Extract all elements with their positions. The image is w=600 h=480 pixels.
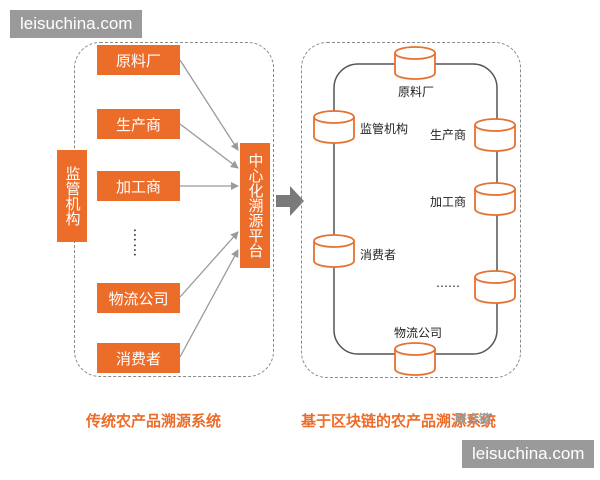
node-label-logistics: 物流公司	[394, 326, 443, 340]
left-ellipsis: ……	[130, 228, 146, 258]
ledger-node-processor-icon	[474, 182, 516, 216]
raw-material-box: 原料厂	[97, 45, 180, 75]
ledger-node-logistics-icon	[394, 342, 436, 376]
node-label-raw: 原料厂	[398, 85, 435, 99]
watermark-top: leisuchina.com	[10, 10, 143, 38]
node-label-processor: 加工商	[430, 195, 467, 209]
blockchain-system-panel	[301, 42, 521, 378]
caption-blockchain: 基于区块链的农产品溯源系统	[301, 412, 497, 430]
arrow-logistics-to-platform	[179, 231, 239, 298]
central-platform-box: 中心化溯源平台	[240, 143, 270, 268]
caption-overlay-text: 联合链	[455, 412, 492, 426]
arrow-raw-to-platform	[179, 59, 239, 151]
consumer-box: 消费者	[97, 343, 180, 373]
ledger-node-producer-icon	[474, 118, 516, 152]
node-label-producer: 生产商	[430, 128, 467, 142]
ledger-node-other-icon	[474, 270, 516, 304]
processor-box: 加工商	[97, 171, 180, 201]
regulator-box: 监管机构	[57, 150, 87, 242]
caption-traditional: 传统农产品溯源系统	[86, 412, 222, 430]
watermark-bottom: leisuchina.com	[462, 440, 595, 468]
ledger-node-regulator-icon	[313, 110, 355, 144]
transition-arrow-icon	[276, 186, 304, 216]
logistics-box: 物流公司	[97, 283, 180, 313]
producer-box: 生产商	[97, 109, 180, 139]
ledger-node-raw-icon	[394, 46, 436, 80]
arrow-producer-to-platform	[179, 123, 239, 169]
node-label-regulator: 监管机构	[360, 122, 409, 136]
ledger-node-consumer-icon	[313, 234, 355, 268]
node-label-consumer: 消费者	[360, 248, 397, 262]
arrow-consumer-to-platform	[179, 249, 239, 358]
node-label-ellipsis: ……	[436, 276, 460, 290]
